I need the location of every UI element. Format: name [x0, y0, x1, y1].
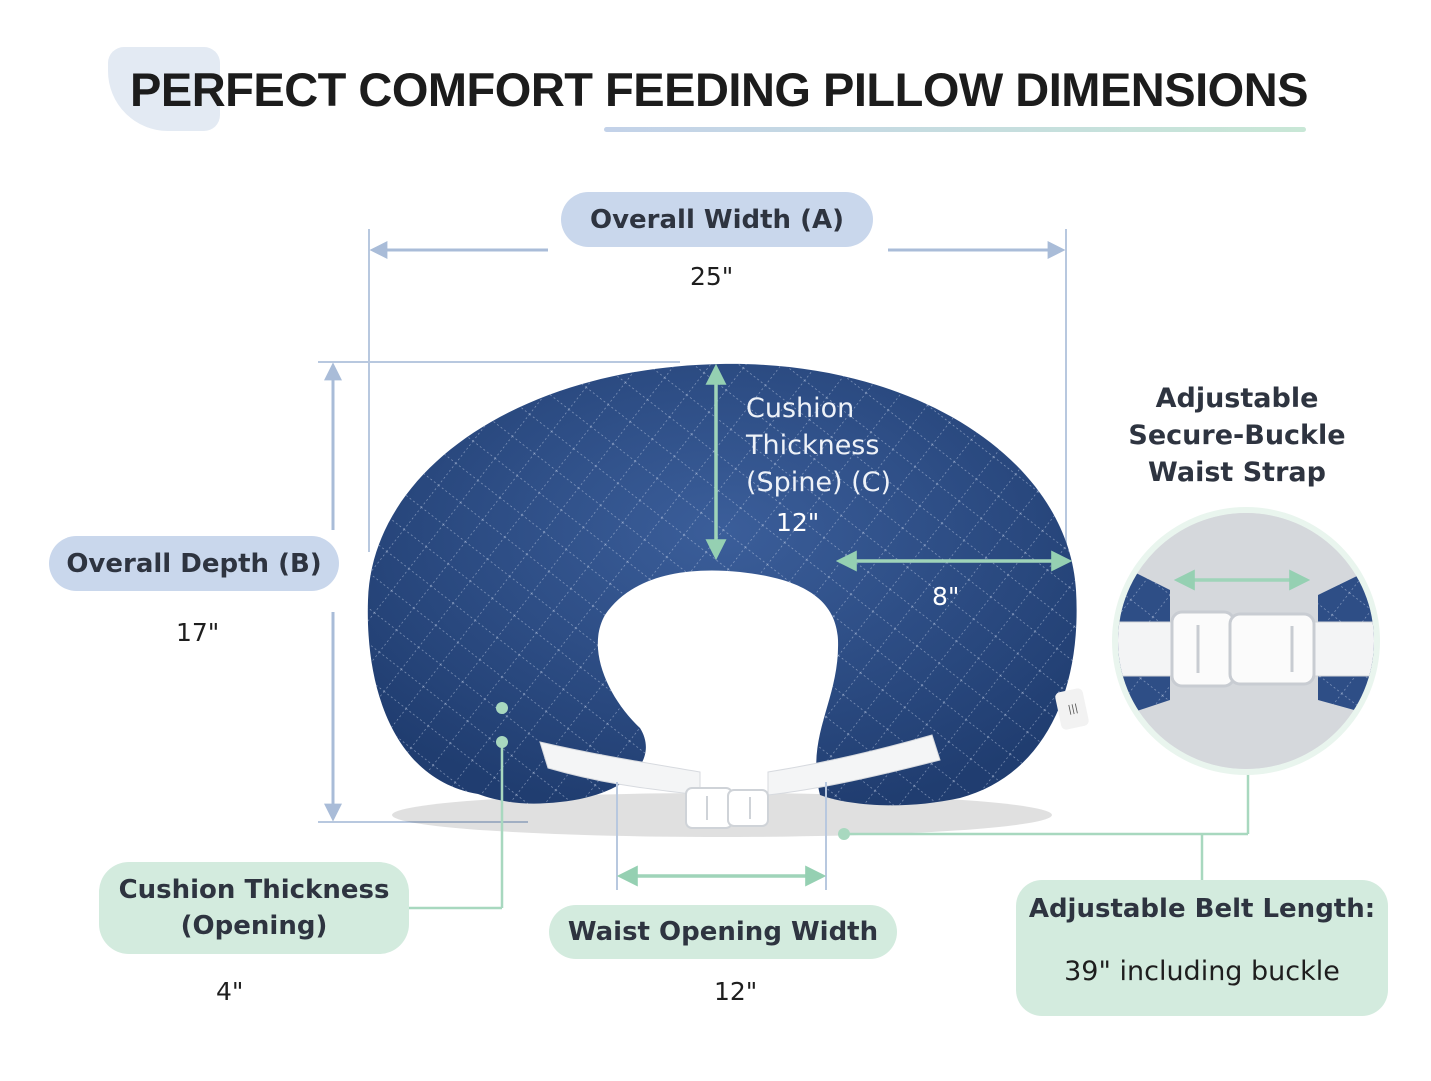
waist-strap: [539, 734, 941, 829]
strap-caption-line2: Secure-Buckle: [1128, 420, 1346, 451]
belt-length-value: 39" including buckle: [1064, 956, 1340, 987]
overall-depth-value: 17": [176, 618, 220, 647]
page-title: PERFECT COMFORT FEEDING PILLOW DIMENSION…: [130, 63, 1309, 116]
strap-caption-line3: Waist Strap: [1148, 457, 1326, 488]
belt-length-title: Adjustable Belt Length:: [1028, 894, 1376, 924]
waist-opening-value: 12": [714, 977, 758, 1006]
opening-thickness-value: 4": [216, 977, 244, 1006]
overall-width-dimension: [368, 229, 1067, 552]
strap-caption: Adjustable Secure-Buckle Waist Strap: [1110, 380, 1364, 491]
overall-width-label: Overall Width (A): [561, 192, 873, 247]
svg-text:|||: |||: [1067, 703, 1079, 716]
belt-length-leader: [838, 770, 1250, 880]
spine-thickness-label: Cushion Thickness (Spine) (C): [746, 390, 891, 501]
waist-opening-dimension: [616, 782, 827, 890]
spine-thickness-value: 12": [776, 508, 820, 537]
nursing-pillow: |||: [367, 363, 1089, 837]
opening-label-line1: Cushion Thickness: [118, 875, 390, 905]
waist-opening-label: Waist Opening Width: [549, 905, 897, 959]
opening-label-line2: (Opening): [180, 911, 328, 941]
overall-width-value: 25": [690, 262, 734, 291]
side-thickness-value: 8": [932, 582, 960, 611]
buckle-closeup: [1112, 507, 1380, 775]
opening-thickness-label: Cushion Thickness (Opening): [99, 862, 409, 954]
spine-label-line3: (Spine) (C): [746, 467, 892, 498]
spine-label-line1: Cushion: [746, 393, 855, 424]
overall-depth-label: Overall Depth (B): [49, 536, 339, 591]
title-underline: [604, 127, 1306, 132]
spine-label-line2: Thickness: [746, 430, 880, 461]
overall-depth-dimension: [318, 361, 680, 823]
opening-thickness-leader: [408, 702, 508, 910]
belt-length-card: Adjustable Belt Length: 39" including bu…: [1016, 880, 1388, 1016]
strap-caption-line1: Adjustable: [1155, 383, 1319, 414]
